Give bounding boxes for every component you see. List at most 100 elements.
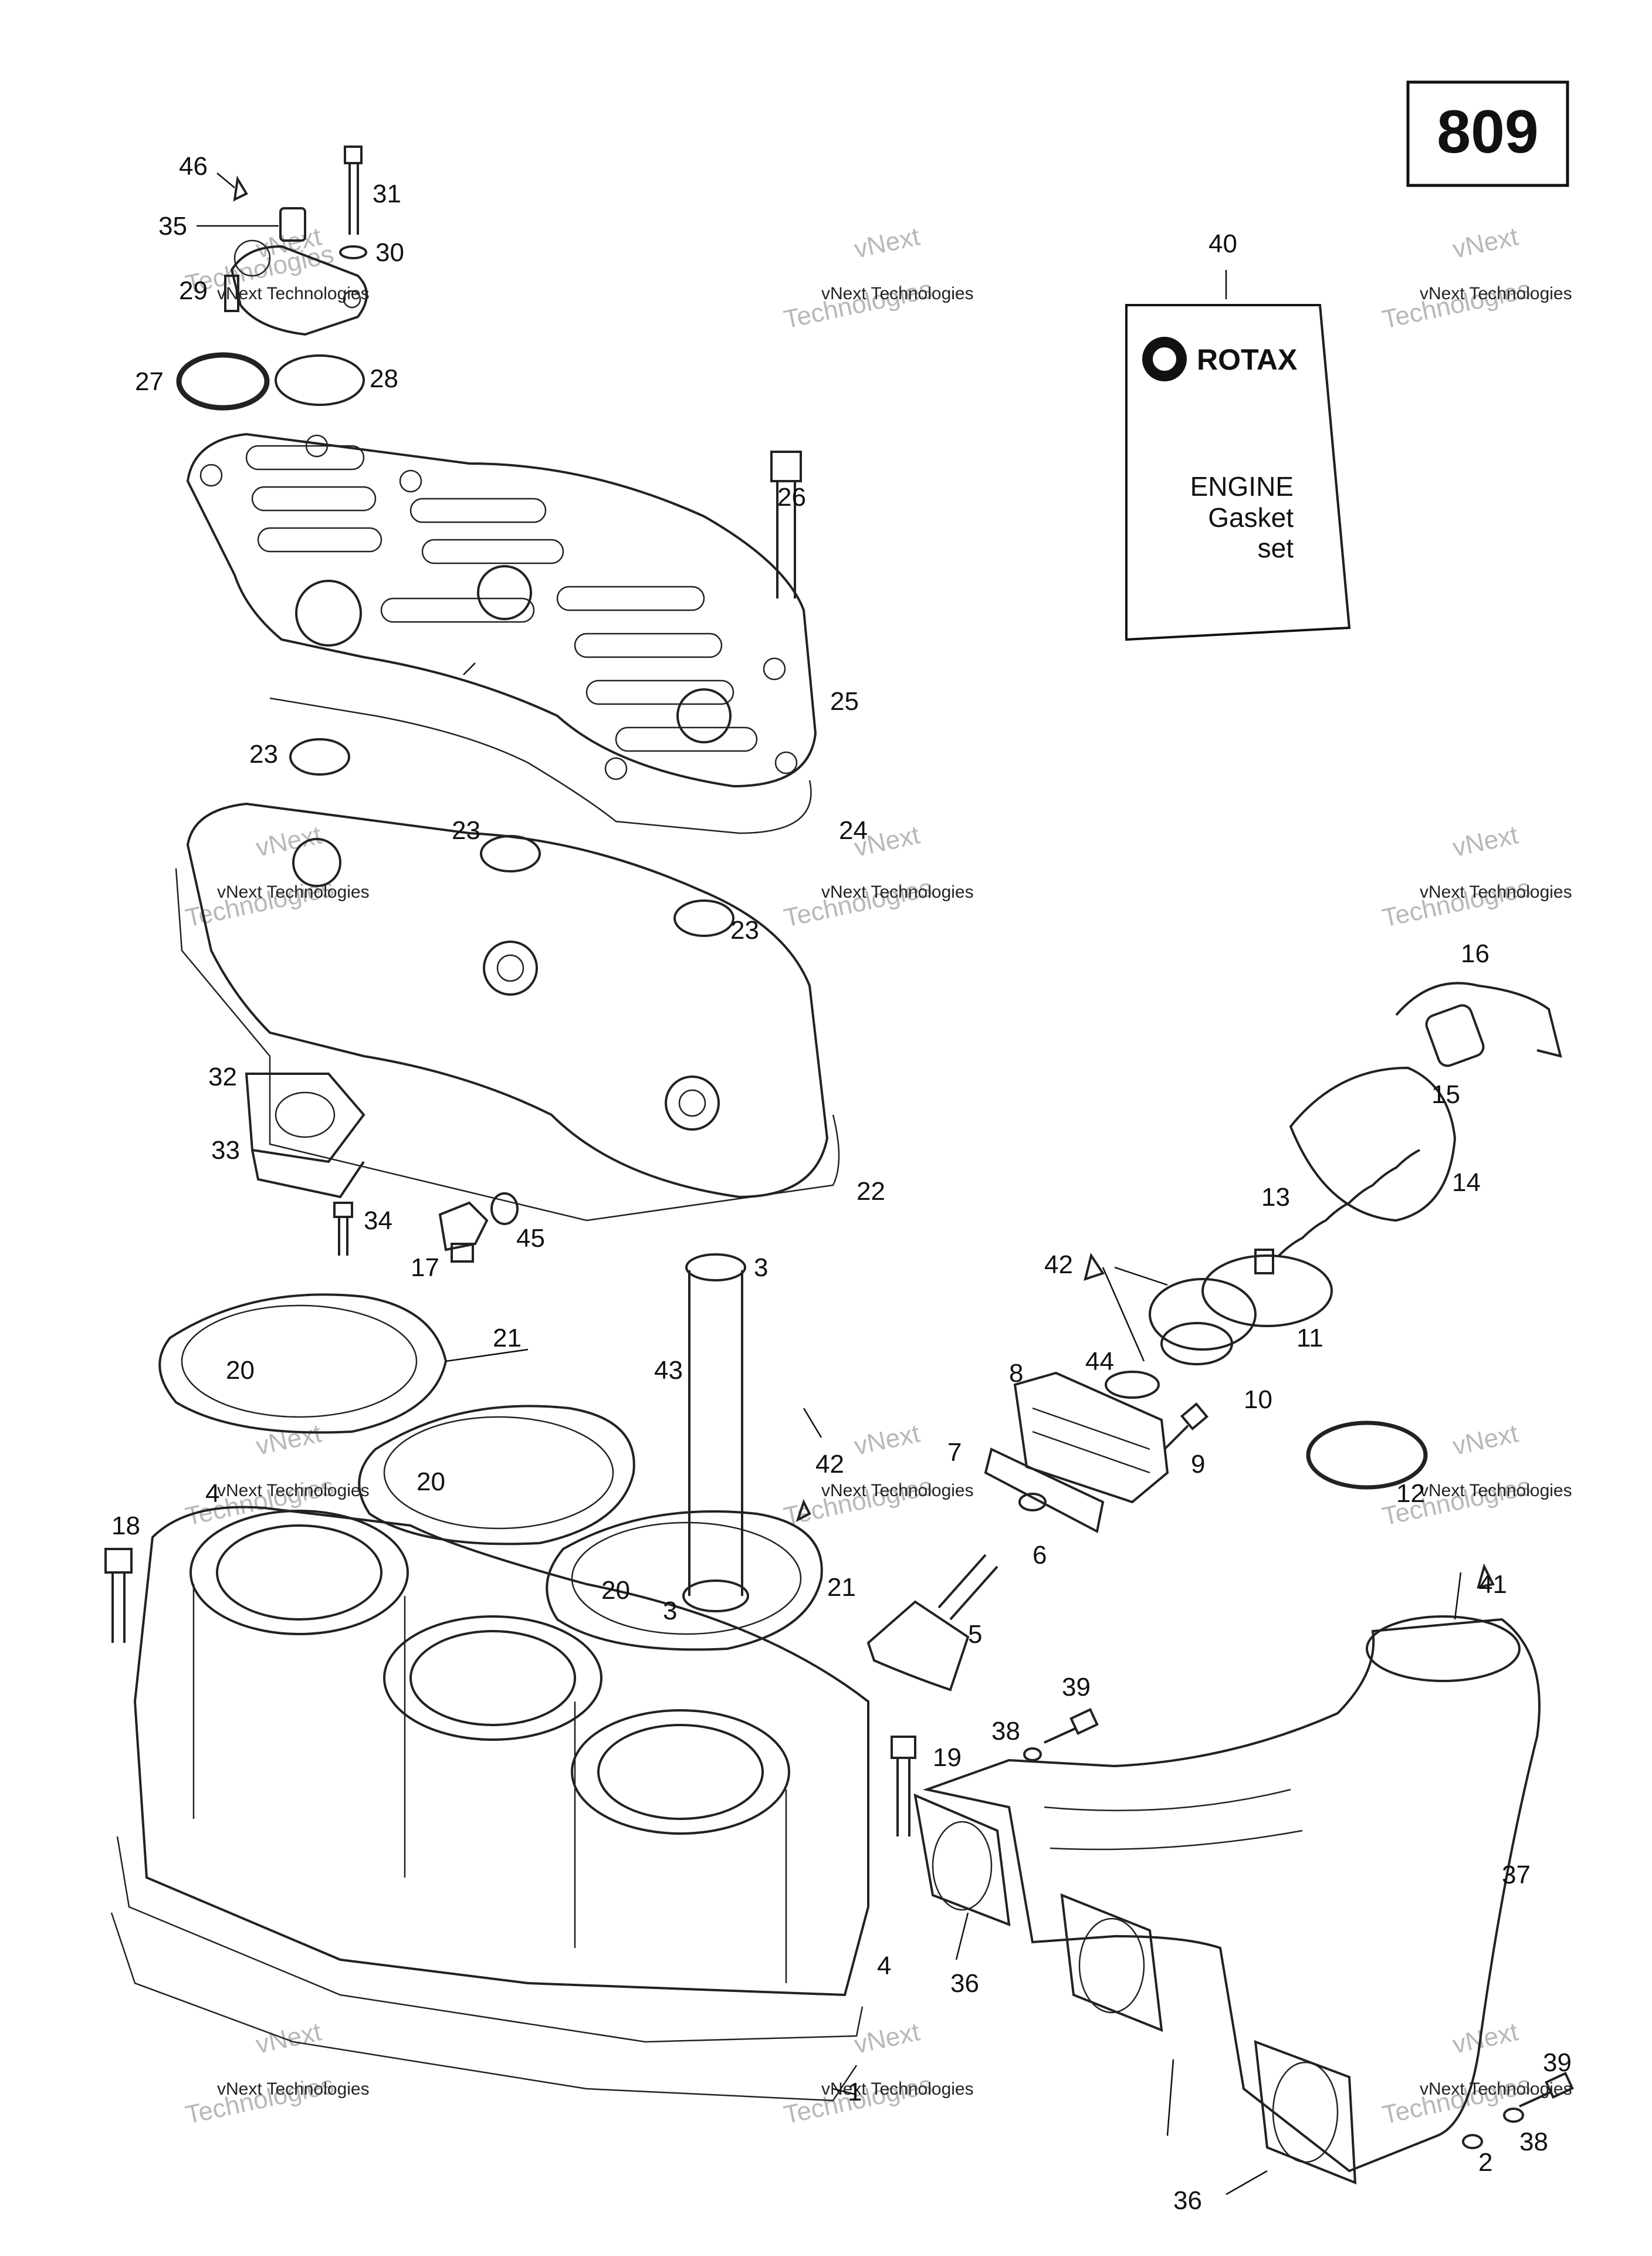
callout-20: 20 bbox=[601, 1576, 630, 1605]
svg-text:vNext Technologies: vNext Technologies bbox=[217, 1481, 370, 1500]
exhaust-gasket-36 bbox=[1254, 2039, 1357, 2185]
svg-text:vNext: vNext bbox=[1450, 1419, 1521, 1460]
bolt-34 bbox=[333, 1202, 353, 1256]
callouts: 46 31 35 30 29 27 28 40 26 25 23 23 24 2… bbox=[111, 152, 1572, 2215]
callout-9: 9 bbox=[1191, 1450, 1205, 1479]
clip-16 bbox=[1395, 982, 1562, 1058]
gasket-7 bbox=[984, 1447, 1105, 1534]
callout-20: 20 bbox=[226, 1356, 255, 1385]
callout-5: 5 bbox=[968, 1620, 982, 1649]
manual-brand: ROTAX bbox=[1197, 343, 1297, 376]
callout-15: 15 bbox=[1431, 1080, 1460, 1109]
callout-16: 16 bbox=[1461, 939, 1489, 968]
o-ring-12 bbox=[1306, 1420, 1428, 1490]
callout-4: 4 bbox=[877, 1951, 891, 1980]
washer-38 bbox=[1503, 2108, 1524, 2123]
callout-39: 39 bbox=[1543, 2048, 1572, 2077]
callout-7: 7 bbox=[947, 1438, 962, 1467]
callout-8: 8 bbox=[1009, 1359, 1023, 1388]
callout-14: 14 bbox=[1452, 1168, 1481, 1197]
callout-33: 33 bbox=[211, 1136, 240, 1165]
svg-text:vNext Technologies: vNext Technologies bbox=[1420, 1481, 1572, 1500]
callout-35: 35 bbox=[158, 212, 187, 241]
svg-text:vNext: vNext bbox=[852, 1419, 922, 1460]
callout-2: 2 bbox=[1478, 2148, 1492, 2177]
bolt-19 bbox=[891, 1736, 916, 1836]
thermostat-cover bbox=[224, 239, 368, 336]
callout-3: 3 bbox=[663, 1597, 677, 1625]
cylinder-head bbox=[186, 432, 817, 788]
svg-text:vNext: vNext bbox=[1450, 2017, 1521, 2059]
exhaust-gasket-36 bbox=[913, 1793, 1011, 1927]
valve-cover-14 bbox=[1289, 1066, 1457, 1222]
callout-23: 23 bbox=[730, 916, 759, 945]
callout-21: 21 bbox=[493, 1324, 522, 1352]
callout-41: 41 bbox=[1478, 1570, 1507, 1599]
callout-30: 30 bbox=[375, 238, 404, 267]
washer-38 bbox=[1023, 1747, 1042, 1761]
washer-30 bbox=[339, 245, 367, 259]
callout-13: 13 bbox=[1261, 1183, 1290, 1212]
page-number: 809 bbox=[1437, 98, 1539, 166]
callout-24: 24 bbox=[839, 816, 868, 845]
callout-21: 21 bbox=[827, 1573, 856, 1602]
gasket-20-21-b bbox=[358, 1405, 635, 1545]
callout-39: 39 bbox=[1062, 1673, 1091, 1702]
callout-6: 6 bbox=[1032, 1541, 1047, 1570]
callout-34: 34 bbox=[364, 1206, 392, 1235]
callout-26: 26 bbox=[777, 483, 806, 512]
screw-9 bbox=[1163, 1402, 1209, 1450]
callout-37: 37 bbox=[1502, 1861, 1531, 1889]
base-gasket-1 bbox=[110, 1912, 858, 2102]
svg-text:vNext: vNext bbox=[1450, 222, 1521, 263]
svg-text:vNext Technologies: vNext Technologies bbox=[821, 284, 974, 303]
callout-45: 45 bbox=[516, 1224, 545, 1253]
gasket-20-21-a bbox=[158, 1293, 448, 1434]
gasket-20-21-c bbox=[546, 1510, 823, 1651]
svg-text:vNext: vNext bbox=[852, 222, 922, 263]
callout-11: 11 bbox=[1296, 1324, 1323, 1352]
manual-line1: ENGINE bbox=[1190, 471, 1294, 502]
bolt-39 bbox=[1044, 1708, 1099, 1744]
exhaust-gasket-36 bbox=[1060, 1893, 1163, 2032]
callout-25: 25 bbox=[830, 687, 859, 716]
callout-4: 4 bbox=[205, 1479, 219, 1508]
svg-text:vNext Technologies: vNext Technologies bbox=[821, 882, 974, 902]
callout-23: 23 bbox=[452, 816, 480, 845]
svg-text:vNext Technologies: vNext Technologies bbox=[217, 882, 370, 902]
callout-32: 32 bbox=[208, 1063, 237, 1091]
plug-17 bbox=[438, 1201, 489, 1263]
exhaust-manifold-37 bbox=[922, 1615, 1541, 2173]
gasket-24 bbox=[269, 697, 812, 834]
cylinder-block bbox=[116, 1506, 869, 2043]
manual-line3: set bbox=[1258, 533, 1294, 563]
plug-35 bbox=[279, 207, 306, 242]
bolt-31 bbox=[344, 146, 363, 235]
callout-23: 23 bbox=[249, 740, 278, 769]
callout-42: 42 bbox=[1044, 1250, 1073, 1279]
valve-housing-8 bbox=[1013, 1371, 1169, 1504]
svg-text:vNext: vNext bbox=[253, 1419, 324, 1460]
head-cover bbox=[175, 802, 840, 1222]
o-ring-28 bbox=[275, 354, 365, 406]
washer-45 bbox=[490, 1192, 519, 1225]
bolt-39 bbox=[1519, 2072, 1574, 2108]
callout-43: 43 bbox=[654, 1356, 683, 1385]
svg-text:vNext Technologies: vNext Technologies bbox=[821, 1481, 974, 1500]
sealant-42 bbox=[1084, 1253, 1105, 1281]
gasket-32-33 bbox=[245, 1073, 365, 1199]
o-ring-6 bbox=[1018, 1493, 1047, 1511]
callout-40: 40 bbox=[1208, 229, 1237, 258]
pipe-43 bbox=[682, 1253, 749, 1612]
sealant-41 bbox=[1477, 1563, 1495, 1589]
cap-15 bbox=[1425, 1004, 1485, 1067]
callout-12: 12 bbox=[1396, 1479, 1425, 1508]
callout-36: 36 bbox=[1173, 2186, 1202, 2215]
